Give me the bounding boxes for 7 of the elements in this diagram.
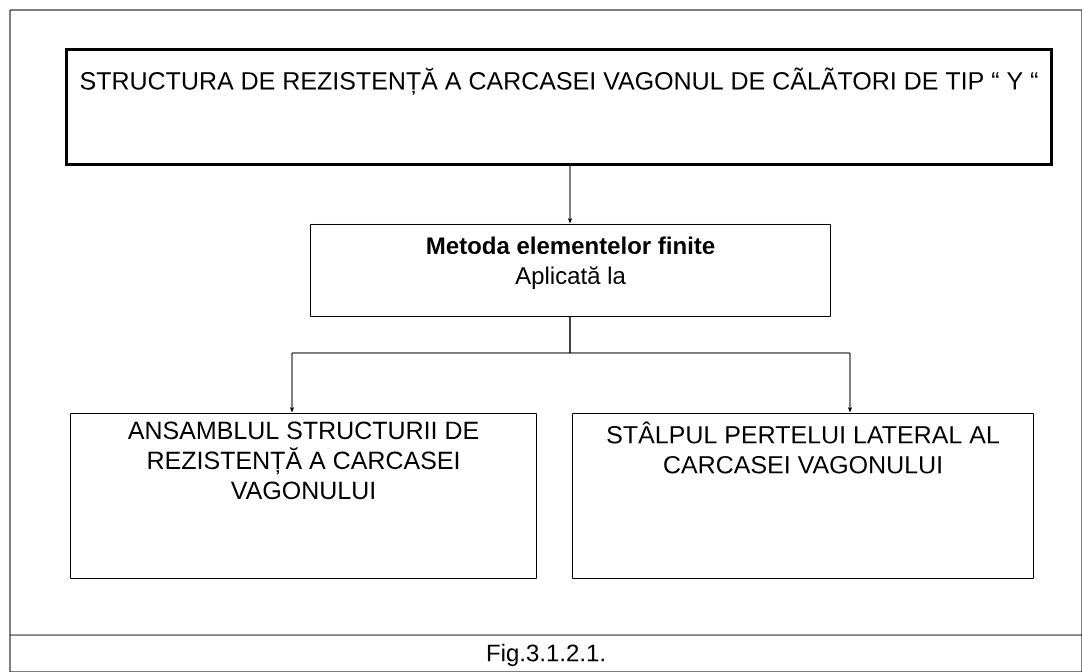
caption: Fig.3.1.2.1. [487,643,604,667]
process-box: Metoda elementelor finite Aplicată la [310,224,831,317]
process-box: STRUCTURA DE REZISTENȚĂ A CARCASEI VAGONUL DE CÃLÃTORI DE TIP “ Y “ [65,48,1053,166]
arrow [568,165,572,223]
process-box: ANSAMBLUL STRUCTURII DE REZISTENȚĂ A CARCASEI VAGONULUI [70,413,537,579]
process-box: STÂLPUL PERTELUI LATERAL AL CARCASEI VAGONULUI [572,413,1034,579]
arrow [569,316,852,412]
